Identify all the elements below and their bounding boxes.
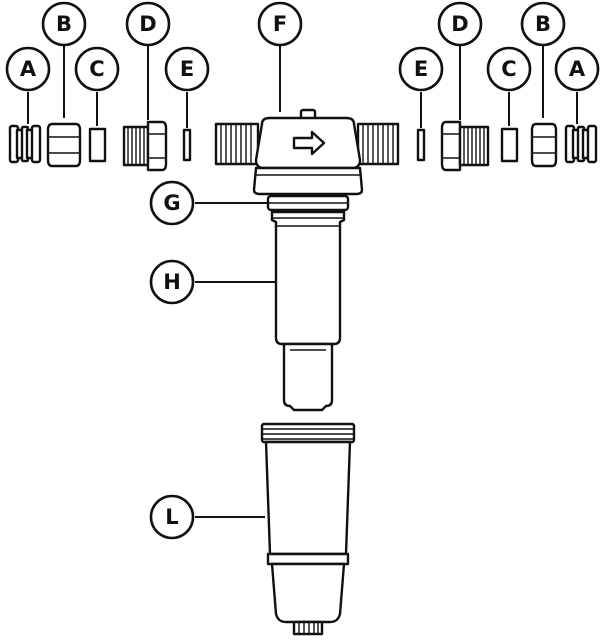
leader-lines [27,46,578,518]
svg-text:F: F [273,12,287,36]
right-insert-part [564,124,598,164]
svg-text:E: E [414,57,428,81]
label-c-right: C [486,46,532,92]
svg-text:D: D [139,12,156,36]
filter-head-part [214,108,400,196]
svg-text:G: G [163,191,180,215]
svg-text:C: C [501,57,516,81]
label-l: L [149,494,195,540]
label-h: H [149,259,195,305]
right-gasket-part [416,128,426,162]
label-d-left: D [125,1,171,47]
svg-text:B: B [535,12,551,36]
label-b-left: B [41,1,87,47]
label-b-right: B [520,1,566,47]
label-e-right: E [398,46,444,92]
svg-text:A: A [569,57,586,81]
label-a-left: A [5,46,51,92]
left-gasket-part [182,128,192,162]
svg-text:D: D [451,12,468,36]
svg-text:B: B [56,12,72,36]
label-d-right: D [437,1,483,47]
svg-text:L: L [165,505,178,529]
left-insert-part [8,124,42,164]
filter-cartridge-part [270,210,346,412]
svg-text:H: H [163,270,181,294]
label-g: G [149,180,195,226]
label-c-left: C [74,46,120,92]
svg-text:E: E [180,57,194,81]
right-nut-part [530,122,558,168]
label-a-right: A [554,46,600,92]
housing-bowl-part [260,422,356,636]
right-threaded-connector-part [440,120,490,172]
o-ring-part [266,194,350,212]
svg-text:A: A [20,57,37,81]
left-nut-part [46,122,82,168]
left-threaded-connector-part [122,120,168,172]
right-ring-part [500,127,519,163]
label-e-left: E [164,46,210,92]
svg-text:C: C [89,57,104,81]
right-arrow-icon [292,130,326,156]
left-ring-part [88,127,107,163]
label-f: F [257,1,303,47]
